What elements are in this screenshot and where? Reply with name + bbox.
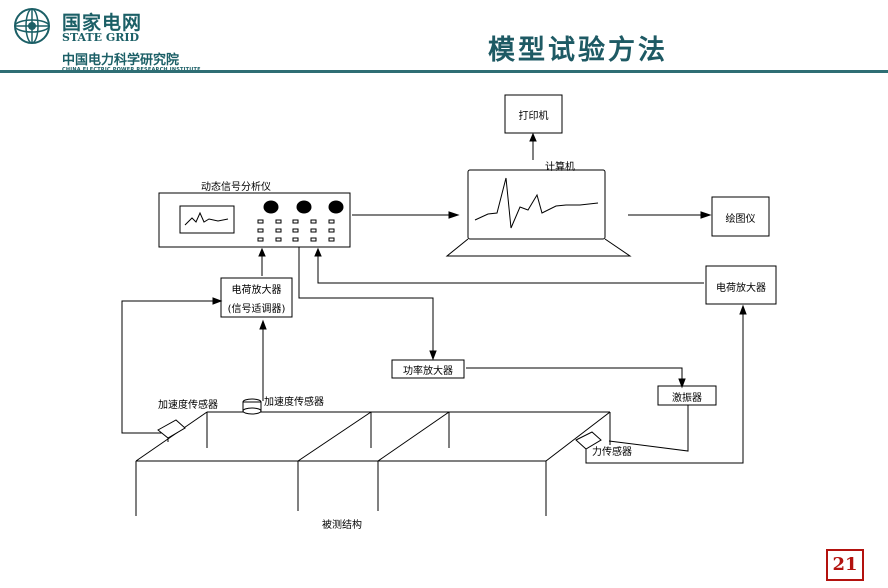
force-sensor-label: 力传感器 [592, 447, 632, 458]
exciter-box [657, 385, 717, 406]
charge-amplifier-left-box [220, 277, 293, 318]
page-title: 模型试验方法 [488, 35, 668, 66]
power-amplifier-label: 功率放大器 [403, 366, 453, 377]
accel-sensor-1-icon [157, 419, 186, 442]
test-structure [135, 411, 611, 516]
force-sensor-icon [575, 431, 602, 464]
accel-sensor-2-icon [242, 398, 262, 415]
computer-screen [467, 169, 606, 240]
signal-analyzer-label: 动态信号分析仪 [201, 182, 271, 193]
charge-amplifier-right-box [705, 265, 777, 305]
header-rule [0, 70, 888, 73]
charge-amplifier-left-label-2: (信号适调器) [227, 304, 286, 315]
page-number: 21 [826, 549, 864, 581]
printer-label: 打印机 [518, 111, 549, 122]
computer-label: 计算机 [545, 162, 575, 173]
power-amplifier-box [391, 359, 465, 379]
accel-sensor-2-label: 加速度传感器 [264, 397, 324, 408]
charge-amplifier-left-label-1: 电荷放大器 [231, 285, 282, 296]
accel-sensor-1-label: 加速度传感器 [158, 400, 218, 411]
plotter-label: 绘图仪 [725, 214, 756, 225]
logo-en: STATE GRID [62, 31, 140, 44]
analyzer-buttons [257, 219, 335, 242]
exciter-label: 激振器 [672, 393, 702, 404]
institute-cn: 中国电力科学研究院 [62, 53, 180, 68]
analyzer-knobs [263, 200, 344, 214]
signal-analyzer-box [158, 192, 351, 248]
plotter-box [711, 196, 770, 237]
charge-amplifier-right-label: 电荷放大器 [716, 283, 766, 294]
analyzer-display [179, 205, 235, 234]
state-grid-logo-icon [14, 8, 50, 44]
logo-cn: 国家电网 [62, 12, 143, 34]
structure-label: 被测结构 [322, 520, 362, 531]
printer-box [504, 94, 563, 134]
computer-waveform [474, 177, 599, 229]
